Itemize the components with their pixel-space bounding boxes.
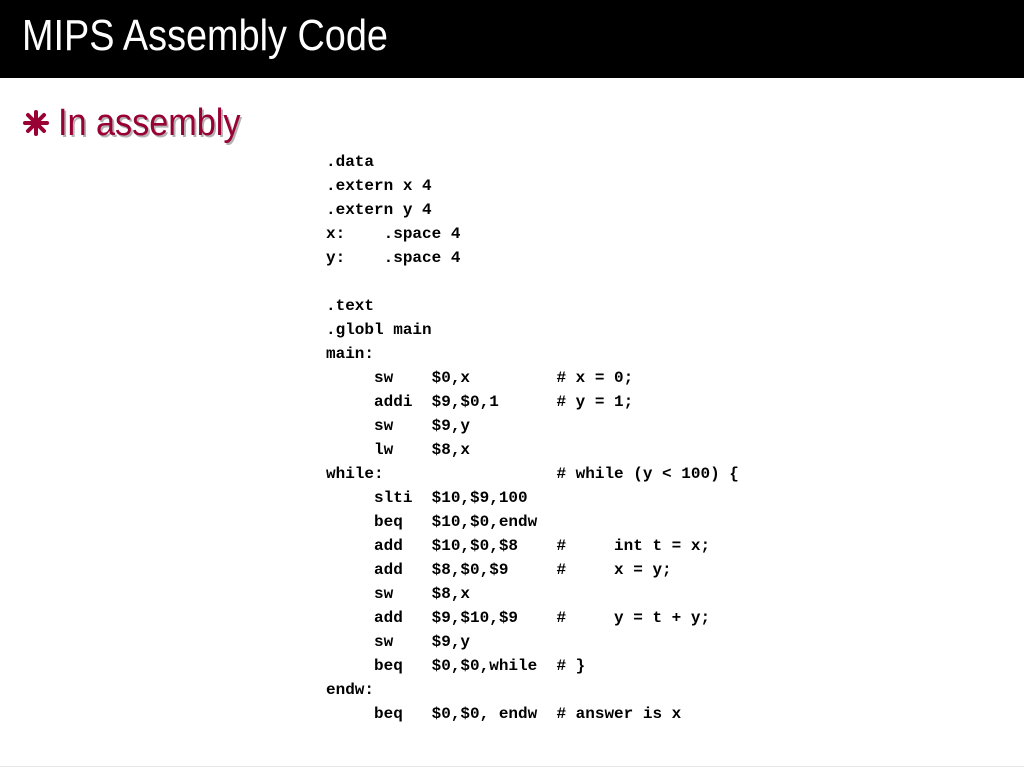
code-line: beq $0,$0, endw # answer is x xyxy=(326,705,682,723)
code-line: y: .space 4 xyxy=(326,249,461,267)
bullet-text: In assembly xyxy=(58,102,241,144)
code-line: main: xyxy=(326,345,375,363)
code-line: x: .space 4 xyxy=(326,225,461,243)
code-line: add $10,$0,$8 # int t = x; xyxy=(326,537,711,555)
code-line: addi $9,$0,1 # y = 1; xyxy=(326,393,634,411)
slide-title: MIPS Assembly Code xyxy=(22,11,388,60)
asterisk-bullet-icon xyxy=(22,109,50,137)
code-line: beq $0,$0,while # } xyxy=(326,657,586,675)
slide-bottom-divider xyxy=(0,766,1024,767)
code-line: sw $0,x # x = 0; xyxy=(326,369,634,387)
code-line: sw $8,x xyxy=(326,585,471,603)
code-line: sw $9,y xyxy=(326,417,471,435)
code-block: .data .extern x 4 .extern y 4 x: .space … xyxy=(326,150,739,726)
code-line: .extern x 4 xyxy=(326,177,432,195)
code-line: lw $8,x xyxy=(326,441,471,459)
code-line: .data xyxy=(326,153,375,171)
code-line: .globl main xyxy=(326,321,432,339)
code-line: .text xyxy=(326,297,375,315)
bullet-item: In assembly xyxy=(22,98,261,148)
code-line: sw $9,y xyxy=(326,633,471,651)
code-line: add $9,$10,$9 # y = t + y; xyxy=(326,609,711,627)
code-line: .extern y 4 xyxy=(326,201,432,219)
code-line: beq $10,$0,endw xyxy=(326,513,538,531)
code-line xyxy=(326,270,739,294)
code-line: add $8,$0,$9 # x = y; xyxy=(326,561,672,579)
code-line: while: # while (y < 100) { xyxy=(326,465,739,483)
title-bar: MIPS Assembly Code xyxy=(0,0,1024,78)
code-line: endw: xyxy=(326,681,375,699)
code-line: slti $10,$9,100 xyxy=(326,489,528,507)
